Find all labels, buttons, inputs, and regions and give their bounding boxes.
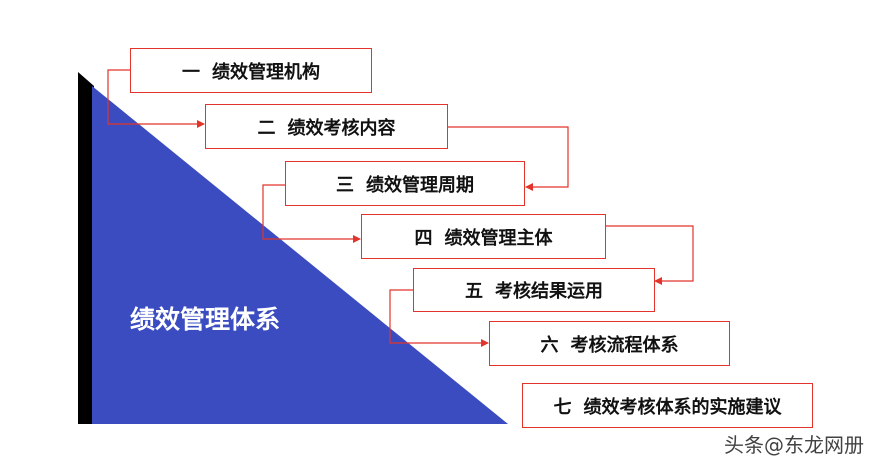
step-4-label: 绩效管理主体 [444, 227, 553, 249]
step-1-number: 一 [182, 61, 200, 83]
step-7-box: 七 绩效考核体系的实施建议 [522, 383, 813, 428]
step-5-label: 考核结果运用 [495, 281, 603, 302]
step-2-label: 绩效考核内容 [287, 117, 396, 139]
step-7-label: 绩效考核体系的实施建议 [583, 396, 782, 418]
connector-1-2 [107, 69, 205, 128]
step-1-label: 绩效管理机构 [212, 61, 320, 83]
step-1-box: 一 绩效管理机构 [130, 48, 372, 93]
connector-2-3 [448, 126, 569, 191]
step-4-number: 四 [414, 227, 433, 249]
connector-4-5 [606, 225, 694, 285]
step-4-box: 四 绩效管理主体 [361, 214, 606, 259]
step-6-label: 考核流程体系 [570, 334, 679, 356]
connector-3-4 [262, 184, 361, 243]
main-title: 绩效管理体系 [130, 305, 281, 334]
triangle-fill [92, 86, 508, 424]
step-6-box: 六 考核流程体系 [489, 321, 730, 366]
step-3-box: 三 绩效管理周期 [285, 161, 525, 206]
connector-5-6 [389, 289, 489, 347]
step-7-number: 七 [553, 396, 572, 418]
step-6-number: 六 [540, 334, 559, 356]
step-3-label: 绩效管理周期 [366, 174, 474, 196]
step-5-box: 五 考核结果运用 [413, 268, 655, 312]
watermark: 头条@东龙网册 [724, 433, 864, 457]
step-2-number: 二 [257, 117, 276, 139]
triangle-shadow [78, 72, 94, 424]
step-3-number: 三 [336, 174, 354, 196]
step-5-number: 五 [465, 281, 483, 302]
step-2-box: 二 绩效考核内容 [205, 104, 448, 149]
